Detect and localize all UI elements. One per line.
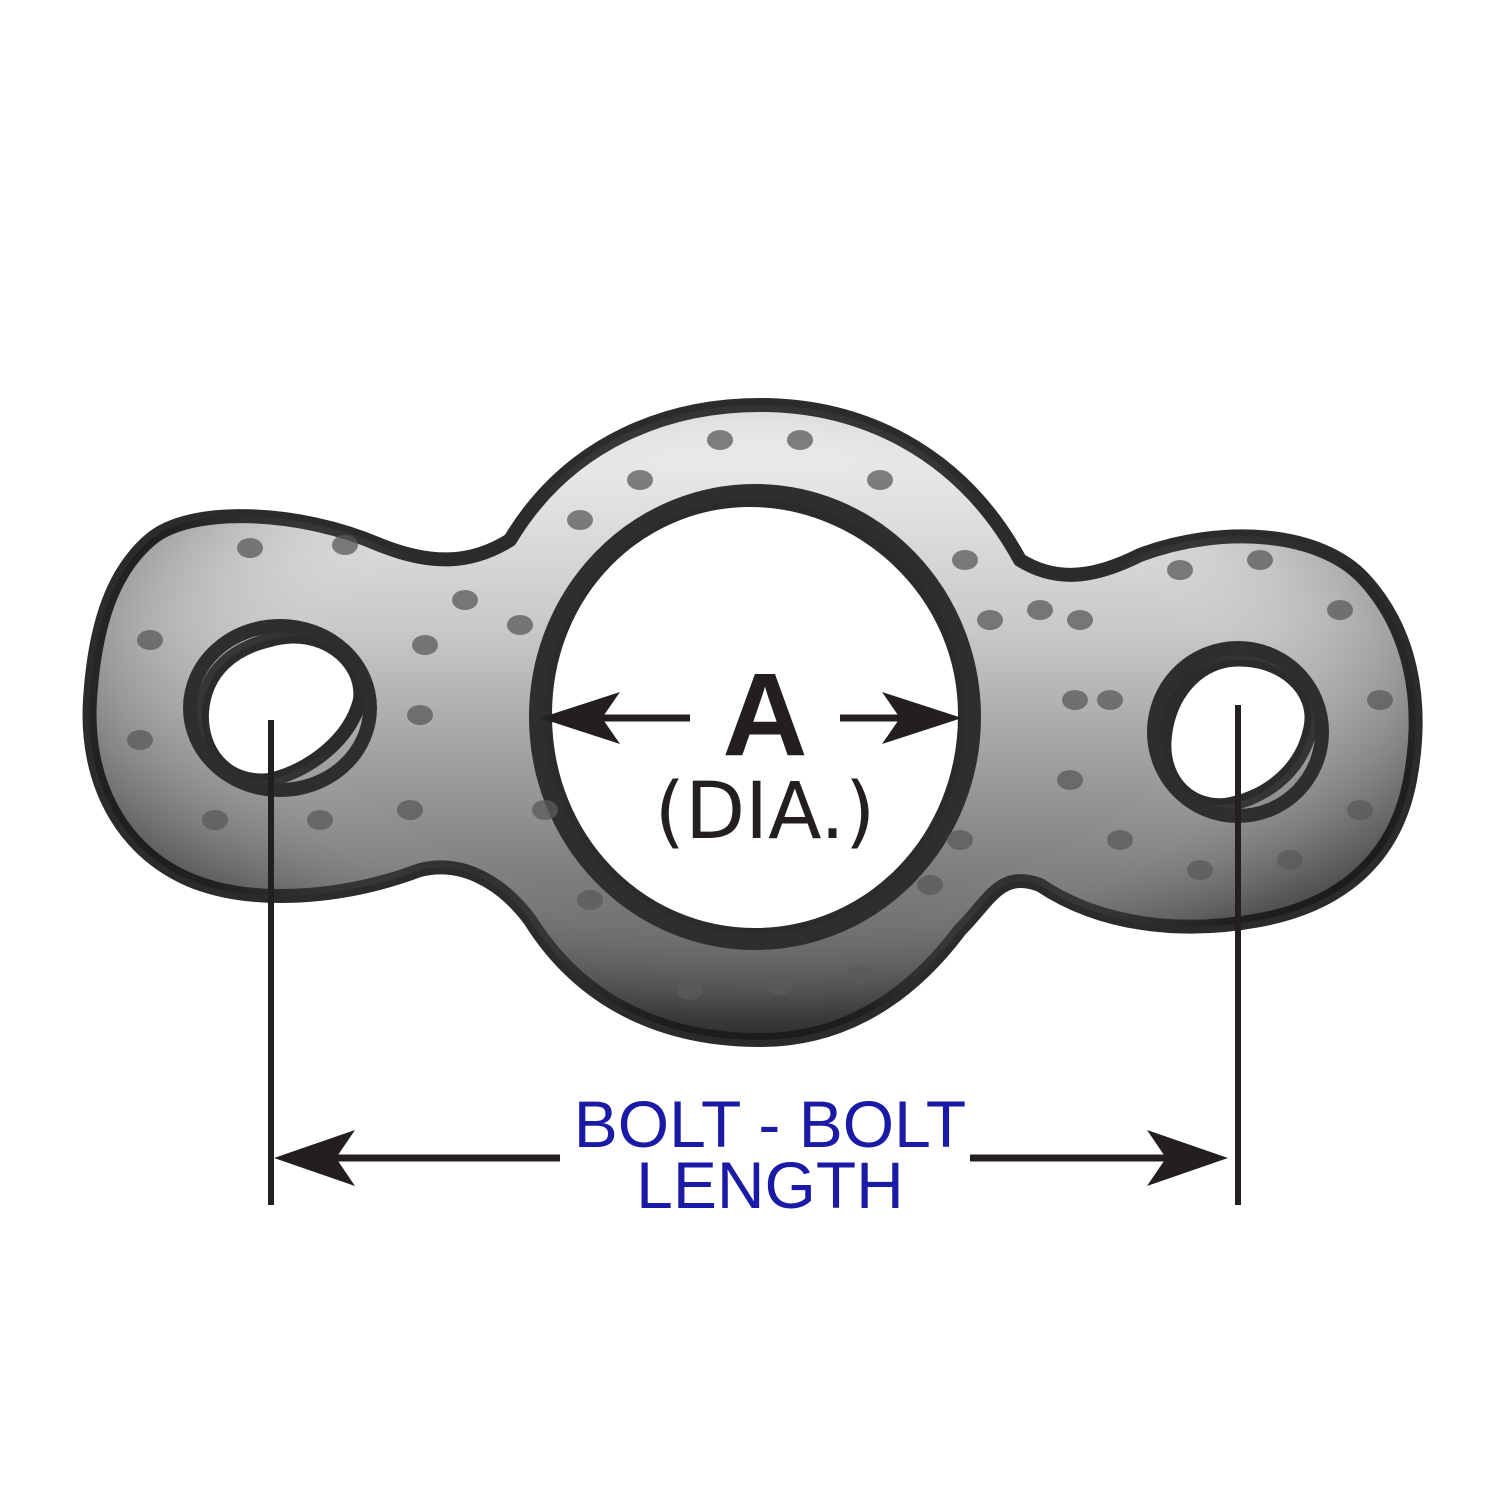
dimple	[137, 630, 163, 650]
dimple	[1097, 690, 1123, 710]
dimple	[452, 590, 478, 610]
dimple	[1327, 600, 1353, 620]
diameter-dimension: A (DIA.)	[540, 649, 962, 857]
dimple	[412, 635, 438, 655]
left-bolt-hole-rim	[183, 619, 377, 797]
dimple	[1247, 550, 1273, 570]
dimple	[1187, 860, 1213, 880]
dimple	[787, 430, 813, 450]
dimple	[407, 705, 433, 725]
dimple	[237, 538, 263, 558]
dimple	[767, 975, 793, 995]
bolt-label-line1: BOLT - BOLT	[574, 1087, 966, 1161]
diameter-letter: A	[722, 649, 807, 781]
dimple	[917, 875, 943, 895]
dimple	[1027, 600, 1053, 620]
exhaust-gasket-icon	[82, 398, 1423, 1047]
dimple	[977, 610, 1003, 630]
dimple	[867, 470, 893, 490]
dimple	[532, 800, 558, 820]
dimple	[507, 615, 533, 635]
dimple	[567, 510, 593, 530]
center-hole-rim	[529, 484, 981, 950]
dimple	[397, 800, 423, 820]
dimple	[947, 830, 973, 850]
dimple	[332, 535, 358, 555]
dimple	[952, 550, 978, 570]
arrowhead-icon	[1147, 1130, 1228, 1186]
dimple	[1067, 610, 1093, 630]
arrowhead-icon	[882, 692, 962, 744]
bolt-length-dimension: BOLT - BOLT LENGTH	[268, 705, 1241, 1222]
dimple	[1167, 560, 1193, 580]
dimple	[677, 980, 703, 1000]
dimple	[127, 730, 153, 750]
dimple	[1057, 770, 1083, 790]
diameter-note: (DIA.)	[655, 767, 876, 857]
bolt-label-line2: LENGTH	[636, 1148, 904, 1222]
arrowhead-icon	[274, 1130, 355, 1186]
gasket-dimples	[127, 430, 1393, 1000]
dimple	[1277, 850, 1303, 870]
dimple	[1107, 830, 1133, 850]
gasket-shading	[89, 405, 1416, 1040]
dimple	[1347, 800, 1373, 820]
dimple	[577, 890, 603, 910]
dimple	[847, 965, 873, 985]
dimple	[707, 430, 733, 450]
dimple	[1367, 690, 1393, 710]
arrowhead-icon	[540, 692, 620, 744]
dimple	[307, 810, 333, 830]
dimple	[1062, 690, 1088, 710]
dimple	[202, 810, 228, 830]
dimple	[627, 470, 653, 490]
